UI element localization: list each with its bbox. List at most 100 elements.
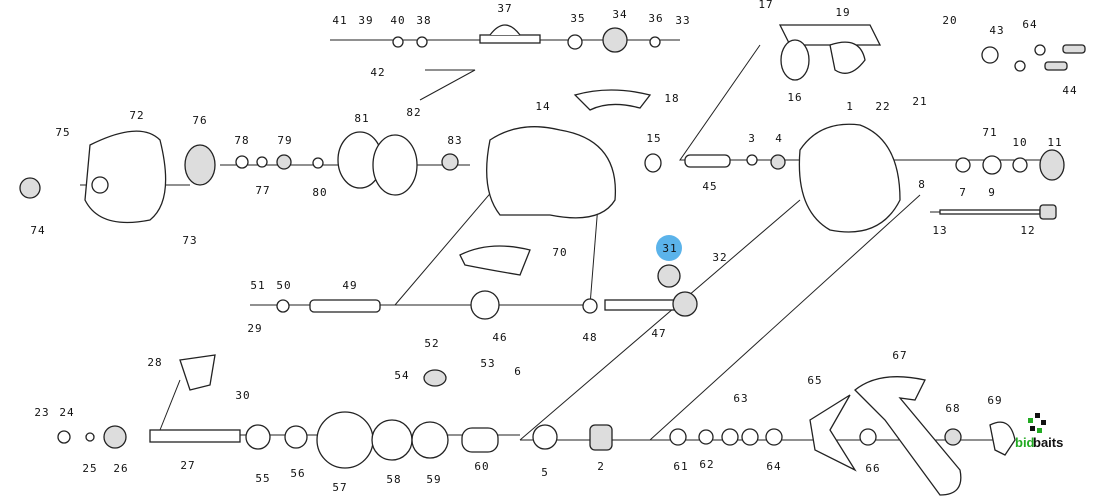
part-label[interactable]: 59	[426, 473, 441, 486]
part-label[interactable]: 81	[354, 112, 369, 125]
part-label[interactable]: 5	[541, 466, 549, 479]
part-label[interactable]: 75	[55, 126, 70, 139]
part-label[interactable]: 44	[1062, 84, 1077, 97]
part-label[interactable]: 46	[492, 331, 507, 344]
part-label[interactable]: 14	[535, 100, 550, 113]
part-label[interactable]: 6	[514, 365, 522, 378]
part-label[interactable]: 76	[192, 114, 207, 127]
part-label[interactable]: 80	[312, 186, 327, 199]
part-label[interactable]: 10	[1012, 136, 1027, 149]
part-label[interactable]: 36	[648, 12, 663, 25]
part-label[interactable]: 57	[332, 481, 347, 494]
side-plate-72	[84, 130, 167, 224]
part-46	[470, 290, 500, 320]
part-label[interactable]: 38	[416, 14, 431, 27]
part-label[interactable]: 23	[34, 406, 49, 419]
part-label[interactable]: 79	[277, 134, 292, 147]
part-label[interactable]: 74	[30, 224, 45, 237]
part-label[interactable]: 28	[147, 356, 162, 369]
part-label[interactable]: 72	[129, 109, 144, 122]
highlight-marker	[656, 235, 682, 261]
part-label[interactable]: 33	[675, 14, 690, 27]
bidbaits-logo: bid baits	[1015, 413, 1063, 450]
part-label[interactable]: 40	[390, 14, 405, 27]
part-label[interactable]: 32	[712, 251, 727, 264]
part-label[interactable]: 16	[787, 91, 802, 104]
logo-bid: bid	[1015, 435, 1035, 450]
part-label[interactable]: 52	[424, 337, 439, 350]
part-label[interactable]: 11	[1047, 136, 1062, 149]
part-label[interactable]: 37	[497, 2, 512, 15]
parts	[19, 24, 1086, 496]
part-label[interactable]: 65	[807, 374, 822, 387]
part-label[interactable]: 8	[918, 178, 926, 191]
part-label[interactable]: 45	[702, 180, 717, 193]
part-label[interactable]: 27	[180, 459, 195, 472]
part-label[interactable]: 51	[250, 279, 265, 292]
part-label[interactable]: 29	[247, 322, 262, 335]
part-label[interactable]: 31	[662, 242, 677, 255]
part-label[interactable]: 19	[835, 6, 850, 19]
part-label[interactable]: 83	[447, 134, 462, 147]
part-label[interactable]: 62	[699, 458, 714, 471]
part-label[interactable]: 13	[932, 224, 947, 237]
part-70	[459, 245, 531, 276]
part-label[interactable]: 64	[1022, 18, 1037, 31]
handle-67	[854, 376, 962, 496]
worm-45	[684, 154, 731, 168]
part-label[interactable]: 64	[766, 460, 781, 473]
part-label[interactable]: 25	[82, 462, 97, 475]
part-label[interactable]: 50	[276, 279, 291, 292]
part-label[interactable]: 49	[342, 279, 357, 292]
part-label[interactable]: 18	[664, 92, 679, 105]
part-label[interactable]: 7	[959, 186, 967, 199]
part-label[interactable]: 73	[182, 234, 197, 247]
part-label[interactable]: 12	[1020, 224, 1035, 237]
part-label[interactable]: 63	[733, 392, 748, 405]
part-label[interactable]: 42	[370, 66, 385, 79]
part-label[interactable]: 22	[875, 100, 890, 113]
part-label[interactable]: 53	[480, 357, 495, 370]
part-label[interactable]: 41	[332, 14, 347, 27]
part-label[interactable]: 56	[290, 467, 305, 480]
part-label[interactable]: 35	[570, 12, 585, 25]
frame-14	[486, 126, 617, 219]
part-label[interactable]: 66	[865, 462, 880, 475]
part-label[interactable]: 34	[612, 8, 627, 21]
part-label[interactable]: 67	[892, 349, 907, 362]
part-18	[573, 89, 652, 111]
part-label[interactable]: 30	[235, 389, 250, 402]
part-label[interactable]: 21	[912, 95, 927, 108]
main-gear-57	[316, 411, 374, 469]
part-label[interactable]: 9	[988, 186, 996, 199]
part-label[interactable]: 68	[945, 402, 960, 415]
part-label[interactable]: 17	[758, 0, 773, 11]
part-label[interactable]: 4	[775, 132, 783, 145]
part-label[interactable]: 71	[982, 126, 997, 139]
part-label[interactable]: 69	[987, 394, 1002, 407]
part-label[interactable]: 58	[386, 473, 401, 486]
part-label[interactable]: 3	[748, 132, 756, 145]
shaft-49	[309, 299, 381, 313]
part-label[interactable]: 15	[646, 132, 661, 145]
part-label[interactable]: 1	[846, 100, 854, 113]
part-label[interactable]: 82	[406, 106, 421, 119]
part-label[interactable]: 61	[673, 460, 688, 473]
part-label[interactable]: 24	[59, 406, 74, 419]
part-label[interactable]: 43	[989, 24, 1004, 37]
part-label[interactable]: 77	[255, 184, 270, 197]
part-label[interactable]: 26	[113, 462, 128, 475]
part-label[interactable]: 47	[651, 327, 666, 340]
part-label[interactable]: 48	[582, 331, 597, 344]
part-label[interactable]: 39	[358, 14, 373, 27]
part-label[interactable]: 20	[942, 14, 957, 27]
bearing-part	[91, 176, 109, 194]
part-label[interactable]: 70	[552, 246, 567, 259]
part-label[interactable]: 2	[597, 460, 605, 473]
part-label[interactable]: 55	[255, 472, 270, 485]
part-label[interactable]: 78	[234, 134, 249, 147]
part-label[interactable]: 54	[394, 369, 409, 382]
part-label[interactable]: 60	[474, 460, 489, 473]
